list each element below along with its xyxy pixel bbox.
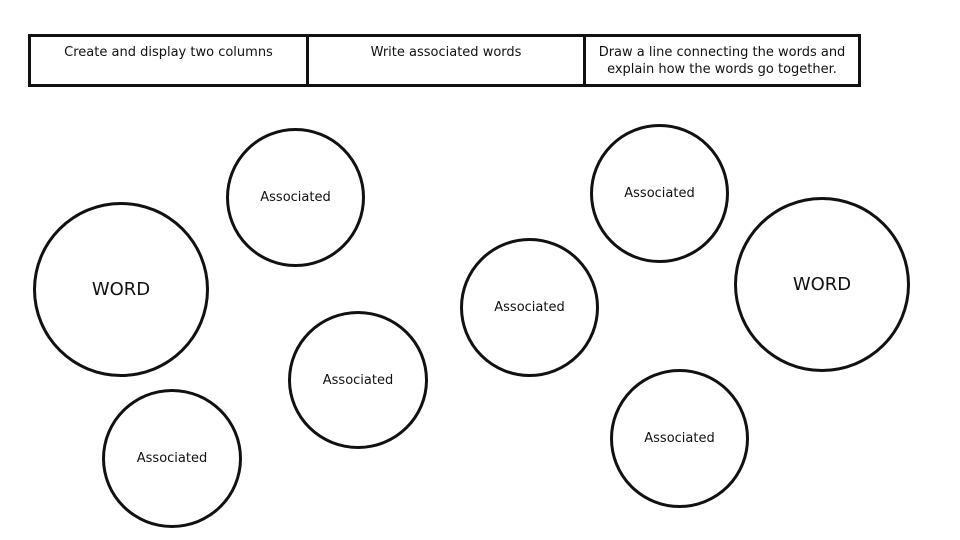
associated-bubble-right-2[interactable]: Associated <box>460 238 599 377</box>
word-bubble-left[interactable]: WORD <box>33 202 209 377</box>
step-write-associated-words: Write associated words <box>306 37 583 84</box>
word-bubble-right[interactable]: WORD <box>734 197 910 372</box>
associated-label: Associated <box>644 431 715 446</box>
step-label: Write associated words <box>370 45 522 60</box>
associated-label: Associated <box>322 372 394 388</box>
step-label: Create and display two columns <box>64 45 273 60</box>
associated-label: Associated <box>260 190 331 205</box>
associated-bubble-left-2[interactable]: Associated <box>288 311 428 449</box>
instruction-steps-table: Create and display two columns Write ass… <box>28 34 861 87</box>
step-create-columns: Create and display two columns <box>28 37 306 84</box>
associated-bubble-right-1[interactable]: Associated <box>590 124 729 263</box>
word-label: WORD <box>91 279 151 300</box>
associated-label: Associated <box>624 186 695 201</box>
associated-label: Associated <box>494 300 565 315</box>
associated-bubble-left-3[interactable]: Associated <box>102 389 242 528</box>
associated-bubble-right-3[interactable]: Associated <box>610 369 749 508</box>
step-label: Draw a line connecting the words and exp… <box>598 45 846 77</box>
step-draw-connecting-line: Draw a line connecting the words and exp… <box>583 37 861 84</box>
associated-bubble-left-1[interactable]: Associated <box>226 128 365 267</box>
associated-label: Associated <box>136 451 208 466</box>
word-label: WORD <box>792 274 852 295</box>
